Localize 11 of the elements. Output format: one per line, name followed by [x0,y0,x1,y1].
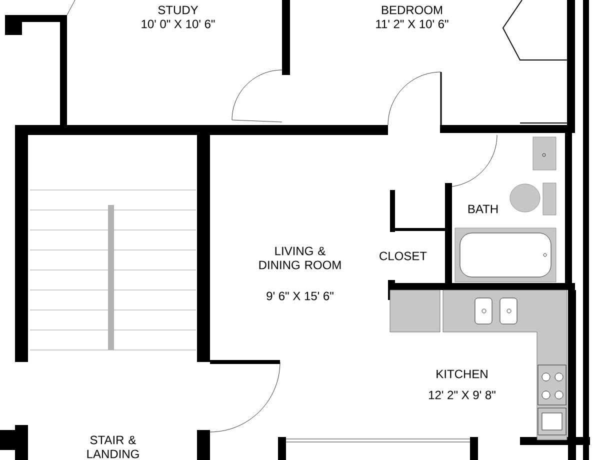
dimension-label: 12' 2" X 9' 8" [429,390,496,400]
room-label: CLOSET [380,252,427,260]
room-label: KITCHEN [436,370,488,378]
room-label: STUDY [158,6,198,14]
room-label: BATH [468,204,498,214]
room-label: STAIR & LANDING [87,436,139,458]
dimension-label: 11' 2" X 10' 6" [376,20,448,28]
dimension-label: 9' 6" X 15' 6" [266,292,334,300]
room-label: LIVING & DINING ROOM [259,246,341,270]
dimension-label: 10' 0" X 10' 6" [142,20,215,28]
room-label: BEDROOM [382,6,442,14]
